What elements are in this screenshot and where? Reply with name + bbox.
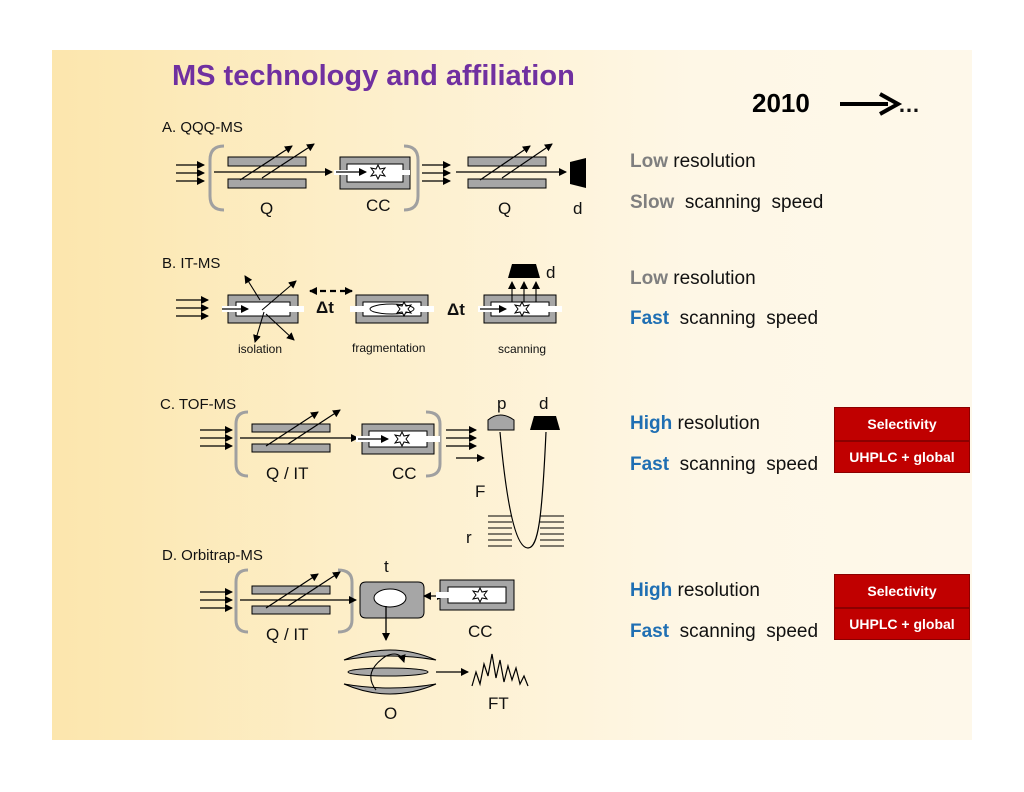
qqq-detector-label: d — [573, 199, 583, 218]
timeline-year: 2010 — [752, 88, 810, 118]
orbitrap-qit-label: Q / IT — [266, 625, 309, 644]
tof-reflectron-label: r — [466, 528, 472, 547]
tof-cc-label: CC — [392, 464, 417, 483]
slide-title: MS technology and affiliation — [172, 60, 575, 92]
it-delta-t-1: Δt — [316, 298, 334, 317]
tof-flight-label: F — [475, 482, 486, 501]
timeline-ellipsis: … — [898, 92, 920, 117]
orbitrap-speed-text: scanning speed — [679, 621, 819, 642]
qqq-ms-schematic — [176, 143, 586, 212]
tof-resolution: High resolution — [630, 413, 760, 435]
section-b-heading: B. IT-MS — [162, 255, 221, 272]
tof-selectivity-badge: Selectivity — [834, 407, 970, 441]
orbitrap-ms-schematic — [200, 568, 529, 695]
tof-ms-schematic — [200, 409, 564, 549]
it-fragmentation-label: fragmentation — [352, 341, 426, 355]
it-delta-t-2: Δt — [447, 300, 465, 319]
orbitrap-o-label: O — [384, 704, 398, 723]
tof-detector-label: d — [539, 394, 549, 413]
tof-speed: Fast scanning speed — [630, 454, 818, 476]
orbitrap-cc-label: CC — [468, 622, 493, 641]
it-ms-schematic — [176, 264, 562, 343]
it-scanning-label: scanning — [498, 342, 547, 356]
section-d-heading: D. Orbitrap-MS — [162, 547, 263, 564]
it-isolation-label: isolation — [238, 342, 283, 356]
orbitrap-speed-keyword: Fast — [630, 621, 670, 642]
tof-qit-label: Q / IT — [266, 464, 309, 483]
it-speed: Fast scanning speed — [630, 308, 818, 330]
orbitrap-ctrap-label: t — [384, 557, 389, 576]
orbitrap-ft-label: FT — [488, 694, 509, 713]
qqq-speed-keyword: Slow — [630, 192, 675, 213]
qqq-resolution: Low resolution — [630, 151, 756, 173]
orbitrap-speed: Fast scanning speed — [630, 621, 818, 643]
qqq-q2-label: Q — [498, 199, 512, 218]
it-detector-label: d — [546, 263, 556, 282]
qqq-speed-text: scanning speed — [684, 192, 824, 213]
qqq-resolution-text: resolution — [673, 151, 756, 172]
tof-speed-text: scanning speed — [679, 454, 819, 475]
tof-resolution-keyword: High — [630, 413, 673, 434]
it-speed-text: scanning speed — [679, 308, 819, 329]
orbitrap-resolution-text: resolution — [677, 580, 760, 601]
it-resolution: Low resolution — [630, 268, 756, 290]
orbitrap-uhplc-badge: UHPLC + global — [834, 608, 970, 640]
qqq-q1-label: Q — [260, 199, 274, 218]
it-resolution-text: resolution — [673, 268, 756, 289]
tof-pusher-label: p — [497, 394, 507, 413]
tof-speed-keyword: Fast — [630, 454, 670, 475]
tof-resolution-text: resolution — [677, 413, 760, 434]
section-c-heading: C. TOF-MS — [160, 396, 237, 413]
it-speed-keyword: Fast — [630, 308, 670, 329]
orbitrap-selectivity-badge: Selectivity — [834, 574, 970, 608]
qqq-cc-label: CC — [366, 196, 391, 215]
timeline-arrow — [840, 92, 903, 116]
section-a-heading: A. QQQ-MS — [162, 119, 243, 136]
orbitrap-resolution: High resolution — [630, 580, 760, 602]
it-resolution-keyword: Low — [630, 268, 668, 289]
tof-uhplc-badge: UHPLC + global — [834, 441, 970, 473]
qqq-resolution-keyword: Low — [630, 151, 668, 172]
qqq-speed: Slow scanning speed — [630, 192, 823, 214]
orbitrap-resolution-keyword: High — [630, 580, 673, 601]
